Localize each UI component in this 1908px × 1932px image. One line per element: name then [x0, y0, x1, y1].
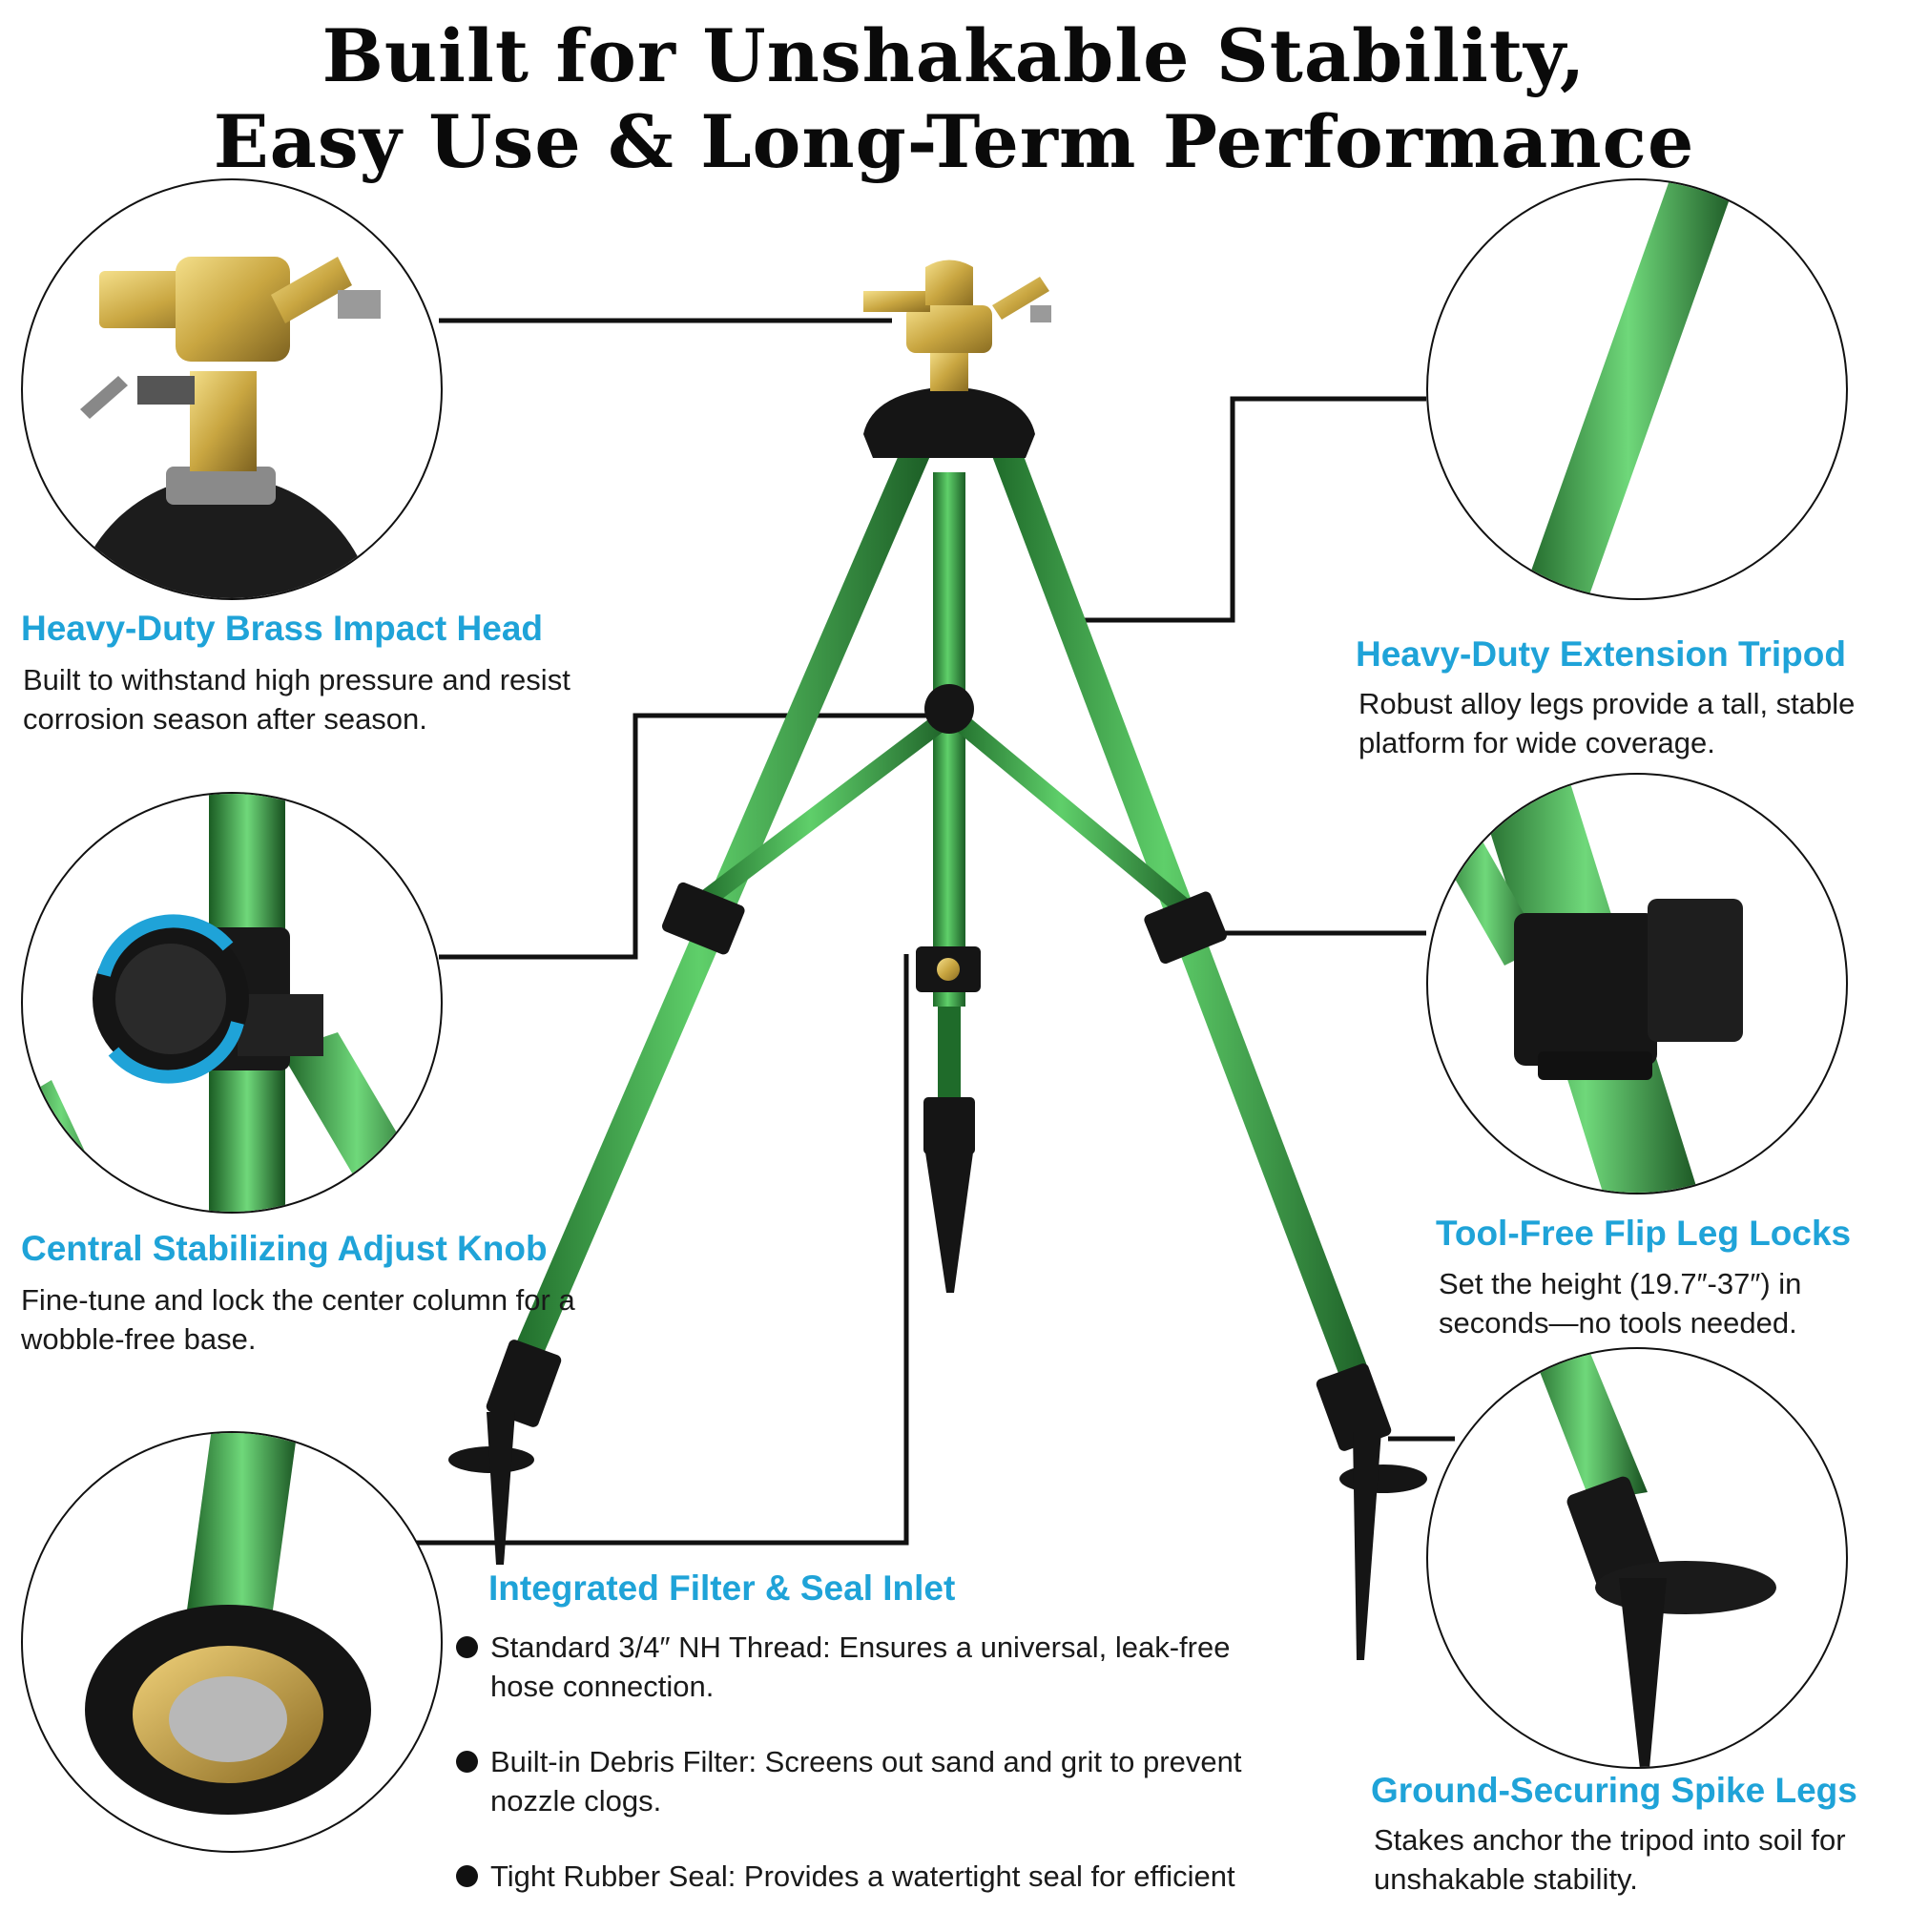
tripod-desc-line-1: Robust alloy legs provide a tall, stable [1358, 687, 1856, 720]
spikes-desc-line-2: unshakable stability. [1374, 1862, 1638, 1896]
knob-desc-line-1: Fine-tune and lock the center column for… [21, 1283, 575, 1317]
knob-heading: Central Stabilizing Adjust Knob [21, 1229, 548, 1268]
inlet-bullet: Tight Rubber Seal: Provides a watertight… [456, 1857, 1315, 1896]
spike-closeup [1530, 1349, 1776, 1767]
title-line-2: Easy Use & Long-Term Performance [213, 99, 1695, 184]
impact-head-desc-line-1: Built to withstand high pressure and res… [23, 663, 570, 696]
detail-circle-leg-locks [1426, 773, 1848, 1195]
leg-locks-desc-line-1: Set the height (19.7″-37″) in [1439, 1267, 1802, 1300]
inlet-bullet-2-line-2: nozzle clogs. [490, 1784, 662, 1818]
inlet-bullet: Standard 3/4″ NH Thread: Ensures a unive… [456, 1628, 1315, 1706]
inlet-closeup [85, 1433, 371, 1815]
title-line-1: Built for Unshakable Stability, [321, 13, 1587, 98]
detail-circle-tripod [1426, 178, 1848, 600]
tripod-desc-line-2: platform for wide coverage. [1358, 726, 1715, 759]
inlet-bullet-1-line-2: hose connection. [490, 1670, 715, 1703]
line-tripod [1073, 396, 1426, 623]
leg-locks-heading: Tool-Free Flip Leg Locks [1436, 1214, 1852, 1253]
bullet-dot-icon [456, 1865, 478, 1887]
knob-closeup [23, 794, 433, 1212]
bullet-dot-icon [456, 1636, 478, 1658]
inlet-heading: Integrated Filter & Seal Inlet [488, 1568, 956, 1608]
detail-circle-spikes [1426, 1347, 1848, 1769]
inlet-bullet-1-line-1: Standard 3/4″ NH Thread: Ensures a unive… [490, 1631, 1231, 1664]
tripod-description: Robust alloy legs provide a tall, stable… [1358, 684, 1893, 762]
inlet-brass-ring [937, 958, 960, 981]
spikes-desc-line-1: Stakes anchor the tripod into soil for [1374, 1823, 1846, 1857]
inlet-bullet: Built-in Debris Filter: Screens out sand… [456, 1742, 1315, 1820]
tripod-leg-closeup [1521, 180, 1736, 598]
knob-desc-line-2: wobble-free base. [21, 1322, 257, 1356]
inlet-bullet-list: Standard 3/4″ NH Thread: Ensures a unive… [456, 1628, 1315, 1932]
inlet-bullet-3-line-1: Tight Rubber Seal: Provides a watertight… [490, 1859, 1235, 1893]
impact-head-desc-line-2: corrosion season after season. [23, 702, 427, 736]
impact-head-heading: Heavy-Duty Brass Impact Head [21, 609, 543, 648]
impact-head-description: Built to withstand high pressure and res… [23, 660, 633, 738]
bullet-dot-icon [456, 1751, 478, 1773]
tripod-heading: Heavy-Duty Extension Tripod [1356, 634, 1846, 674]
detail-circle-impact-head [21, 178, 443, 600]
spikes-description: Stakes anchor the tripod into soil for u… [1374, 1820, 1889, 1899]
leg-locks-desc-line-2: seconds—no tools needed. [1439, 1306, 1797, 1340]
leg-locks-description: Set the height (19.7″-37″) in seconds—no… [1439, 1264, 1887, 1342]
brass-impact-head-icon [863, 260, 1051, 391]
knob-description: Fine-tune and lock the center column for… [21, 1280, 641, 1359]
spikes-heading: Ground-Securing Spike Legs [1371, 1771, 1857, 1810]
inlet-bullet-2-line-1: Built-in Debris Filter: Screens out sand… [490, 1745, 1242, 1778]
leg-lock-closeup [1428, 775, 1743, 1193]
impact-head-closeup [73, 257, 381, 598]
line-inlet [403, 954, 909, 1546]
detail-circle-inlet [21, 1431, 443, 1853]
detail-circle-knob [21, 792, 443, 1214]
